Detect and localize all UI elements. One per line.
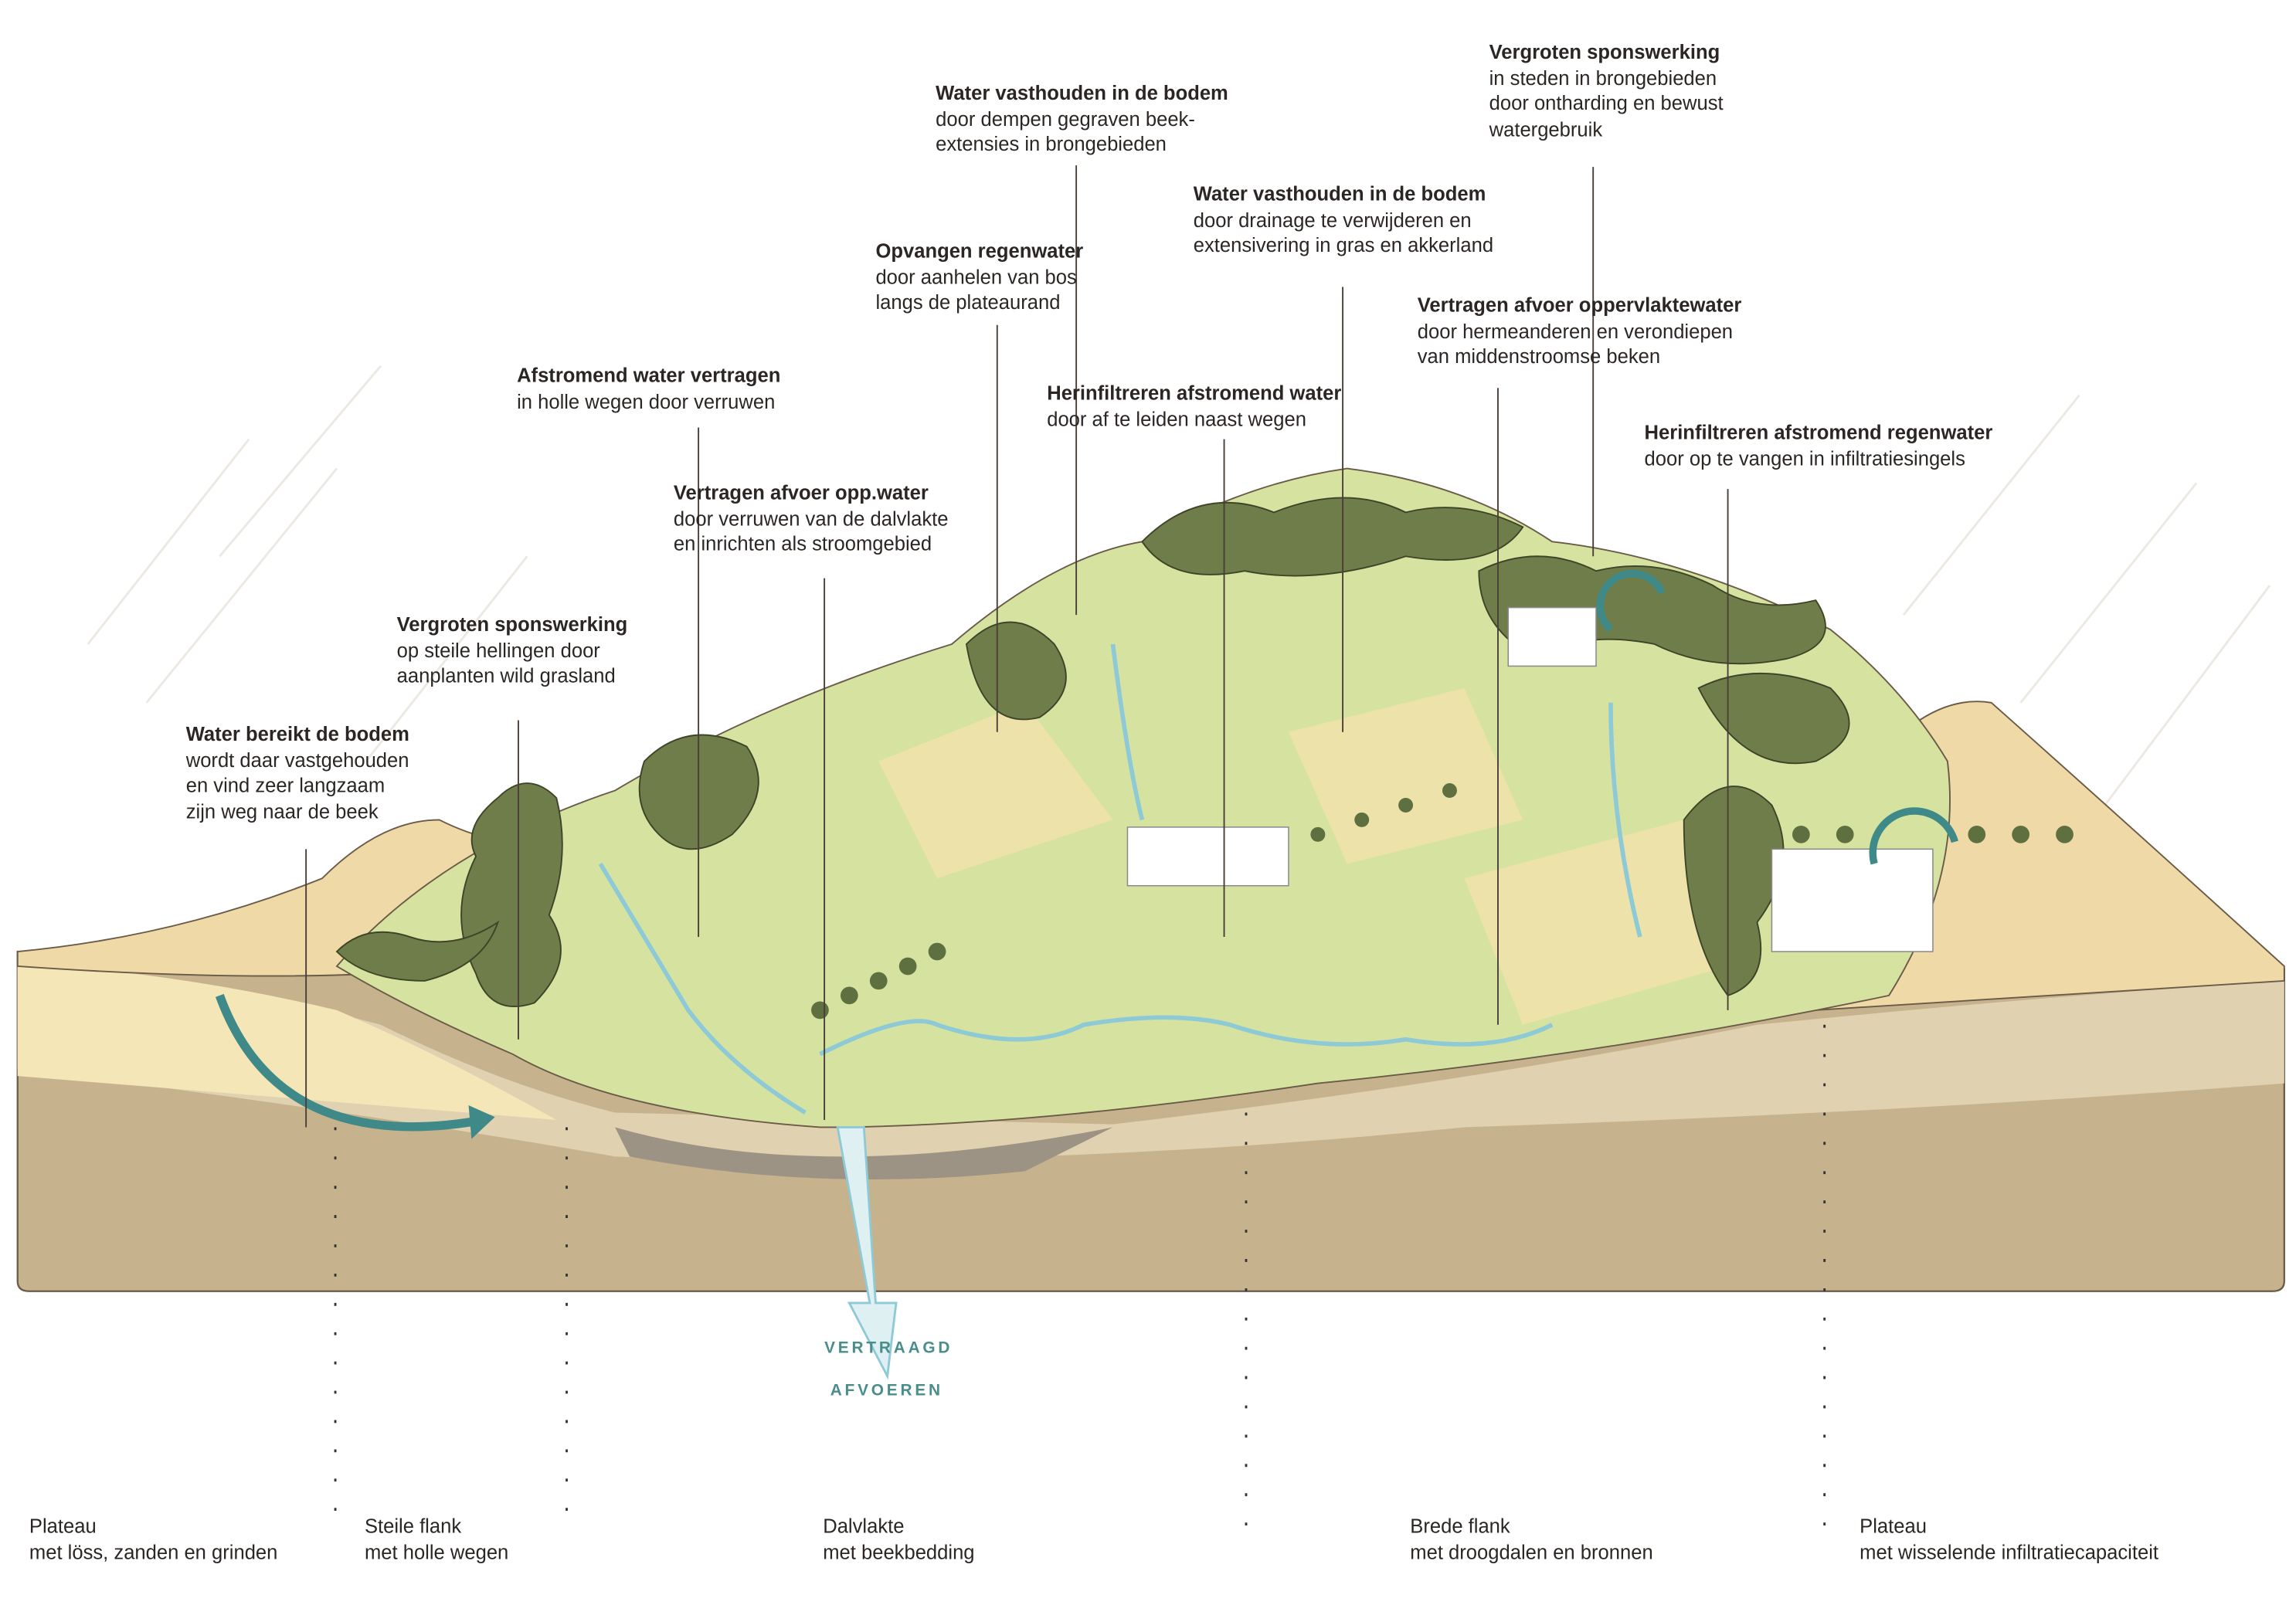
zone-desc: met droogdalen en bronnen	[1410, 1541, 1653, 1564]
soil-upper-layer	[17, 965, 2284, 1161]
annotation-title: Vergroten sponswerking	[396, 613, 628, 636]
villages	[1126, 606, 1934, 952]
infiltration-arrow	[215, 993, 484, 1132]
annotation-title: Water vasthouden in de bodem	[936, 82, 1228, 104]
annotation-line: in holle wegen door verruwen	[517, 390, 776, 412]
annotation-line: door aanhelen van bos	[875, 266, 1077, 288]
zone-desc: met löss, zanden en grinden	[29, 1541, 278, 1564]
circular-arrow-left	[1596, 569, 1666, 633]
annotation-line: aanplanten wild grasland	[396, 664, 616, 687]
annotation-line: extensivering in gras en akkerland	[1193, 234, 1494, 256]
annotation-line: extensies in brongebieden	[936, 133, 1167, 155]
annotation-line: door hermeanderen en verondiepen	[1417, 320, 1734, 342]
annotation-infiltration-hedges: Herinfiltreren afstromend regenwater door…	[1645, 420, 1993, 471]
annotation-line: door dempen gegraven beek-	[936, 107, 1195, 130]
annotation-line: op steile hellingen door	[396, 639, 600, 661]
annotation-sponge-cities: Vergroten sponswerking in steden in brong…	[1489, 39, 1724, 142]
annotation-line: en vind zeer langzaam	[185, 774, 385, 797]
annotation-valley-roughening: Vertragen afvoer opp.water door verruwen …	[674, 480, 949, 558]
discharge-arrow	[836, 1126, 898, 1380]
annotation-line: door verruwen van de dalvlakte	[673, 507, 949, 530]
rain-streaks	[87, 365, 2271, 821]
annotation-retain-water-headwaters: Water vasthouden in de bodem door dempen …	[936, 80, 1228, 158]
annotation-line: wordt daar vastgehouden	[185, 748, 409, 771]
annotation-title: Afstromend water vertragen	[517, 364, 781, 387]
annotation-line: langs de plateaurand	[875, 291, 1061, 314]
annotation-title: Vertragen afvoer oppervlaktewater	[1417, 294, 1742, 317]
annotation-title: Herinfiltreren afstromend water	[1047, 382, 1342, 405]
annotation-line: zijn weg naar de beek	[185, 799, 379, 823]
annotation-line: en inrichten als stroomgebied	[673, 532, 932, 555]
fields	[878, 687, 1728, 1025]
annotation-line: door drainage te verwijderen en	[1193, 209, 1472, 231]
infiltration-arrow-head	[468, 1105, 495, 1139]
annotation-line: van middenstroomse beken	[1417, 345, 1661, 368]
annotation-runoff-sunken-roads: Afstromend water vertragen in holle wegen…	[517, 363, 780, 414]
zone-name: Dalvlakte	[823, 1515, 905, 1538]
annotation-title: Vergroten sponswerking	[1489, 41, 1720, 63]
annotation-line: in steden in brongebieden	[1489, 66, 1717, 89]
zone-name: Plateau	[29, 1515, 97, 1538]
annotation-title: Opvangen regenwater	[875, 239, 1084, 263]
annotation-catch-rainwater: Opvangen regenwater door aanhelen van bos…	[875, 239, 1083, 316]
zone-valley-floor: Dalvlakte met beekbedding	[823, 1514, 974, 1566]
annotation-title: Water bereikt de bodem	[185, 723, 409, 745]
streams	[598, 643, 1642, 1115]
zone-broad-flank: Brede flank met droogdalen en bronnen	[1410, 1514, 1652, 1566]
annotation-title: Herinfiltreren afstromend regenwater	[1644, 421, 1993, 444]
loess-layer	[17, 963, 557, 1120]
zone-steep-flank: Steile flank met holle wegen	[365, 1514, 508, 1566]
zone-plateau-left: Plateau met löss, zanden en grinden	[29, 1514, 277, 1566]
annotation-retain-water-drainage: Water vasthouden in de bodem door drainag…	[1194, 182, 1493, 259]
circular-arrow-right	[1869, 807, 1958, 865]
zone-desc: met holle wegen	[364, 1541, 509, 1564]
zone-name: Brede flank	[1410, 1515, 1510, 1538]
zone-desc: met beekbedding	[823, 1541, 975, 1564]
annotation-remeandering: Vertragen afvoer oppervlaktewater door he…	[1418, 293, 1742, 370]
annotation-water-reaches-soil: Water bereikt de bodem wordt daar vastgeh…	[186, 721, 409, 824]
annotation-line: door ontharding en bewust	[1489, 92, 1724, 114]
annotation-line: watergebruik	[1489, 117, 1603, 141]
zone-plateau-right: Plateau met wisselende infiltratiecapacit…	[1860, 1514, 2158, 1566]
zone-desc: met wisselende infiltratiecapaciteit	[1860, 1541, 2159, 1564]
zone-name: Plateau	[1860, 1515, 1927, 1538]
annotation-line: door op te vangen in infiltratiesingels	[1644, 447, 1965, 470]
flow-label-line2: AFVOEREN	[830, 1382, 943, 1400]
flow-label-line1: VERTRAAGD	[824, 1339, 953, 1358]
forest-patches	[335, 497, 1850, 1007]
annotation-sponge-steep-slopes: Vergroten sponswerking op steile hellinge…	[397, 612, 628, 689]
zone-name: Steile flank	[364, 1515, 462, 1538]
annotation-title: Water vasthouden in de bodem	[1193, 182, 1486, 205]
annotation-title: Vertragen afvoer opp.water	[673, 481, 929, 504]
gravel-layer	[615, 1127, 1113, 1179]
leader-lines	[305, 165, 1729, 1128]
annotation-line: door af te leiden naast wegen	[1047, 407, 1306, 430]
